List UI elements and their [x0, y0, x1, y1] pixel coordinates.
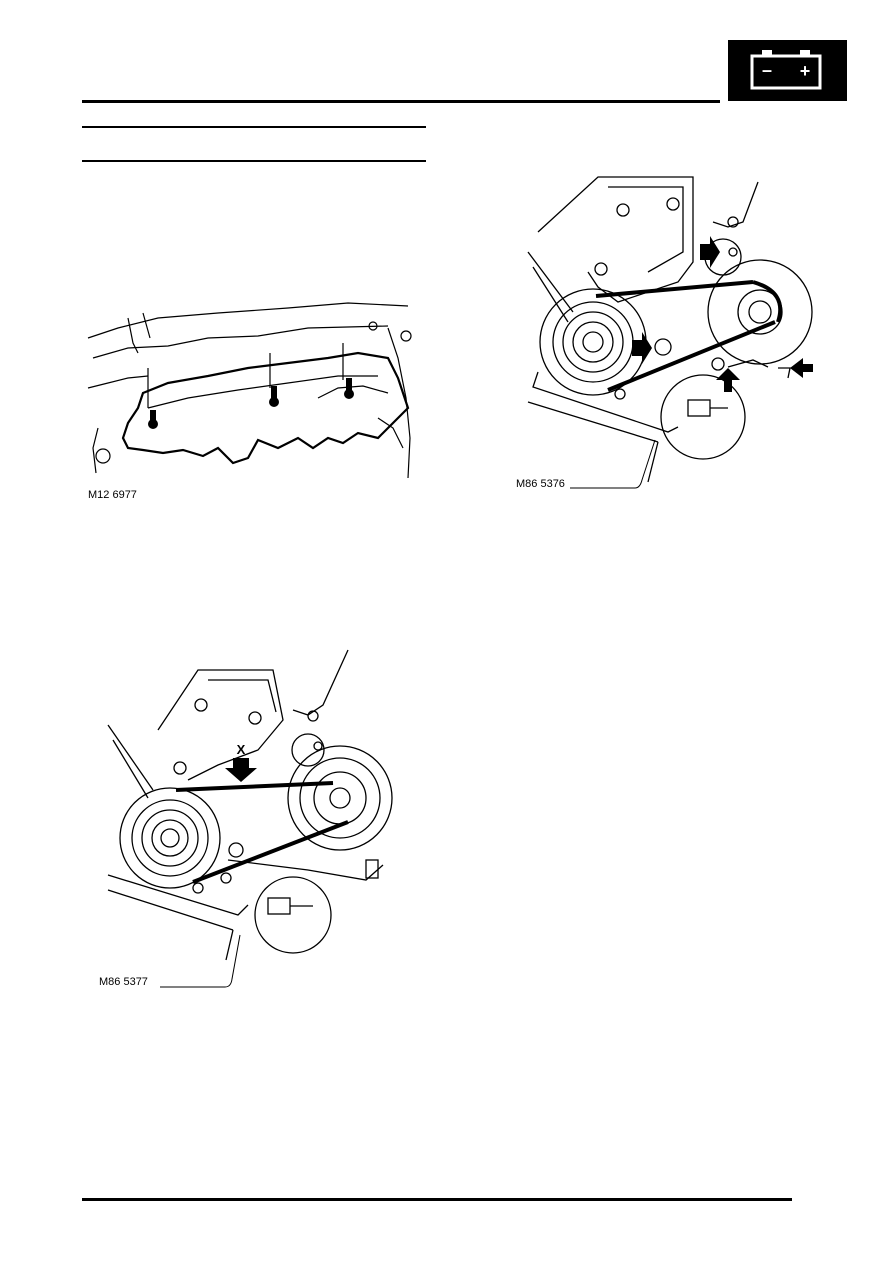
figure-drive-belt-fitted: X: [107, 649, 393, 961]
figure-engine-cover: [87, 302, 412, 479]
battery-icon: – +: [750, 50, 822, 90]
subheading-rule-bottom: [82, 160, 426, 162]
section-badge: – +: [728, 40, 847, 101]
figure-caption-1: M12 6977: [88, 489, 137, 501]
subheading-rule-top: [82, 126, 426, 128]
battery-minus: –: [762, 60, 772, 80]
figure-caption-3: M86 5377: [99, 976, 148, 988]
header-rule: [82, 100, 720, 103]
battery-plus: +: [800, 61, 811, 81]
figure-caption-2: M86 5376: [516, 478, 565, 490]
figure-3-leader: [160, 934, 241, 988]
figure-2-leader: [570, 439, 656, 489]
figure-drive-belt-removal: [527, 176, 813, 483]
footer-rule: [82, 1198, 792, 1201]
marker-x: X: [237, 742, 246, 757]
